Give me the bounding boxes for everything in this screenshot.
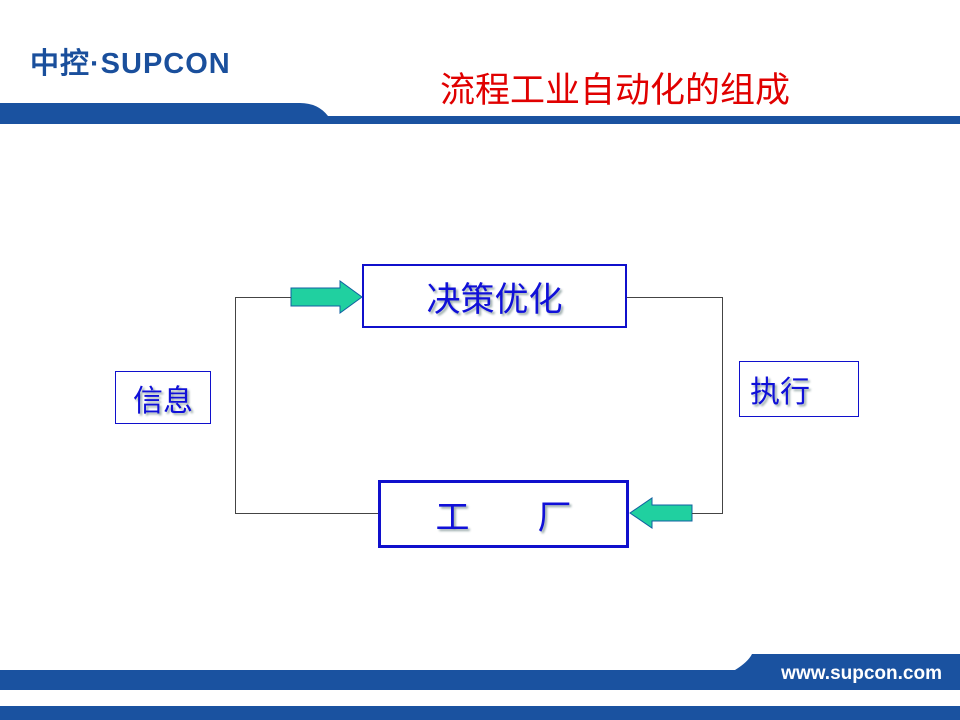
- connector: [692, 513, 723, 514]
- connector: [235, 297, 291, 298]
- execute-box: 执行: [739, 361, 859, 417]
- footer-stripe: [0, 706, 960, 720]
- factory-box: 工 厂: [378, 480, 629, 548]
- connector: [235, 297, 236, 514]
- connector: [722, 297, 723, 514]
- info-box: 信息: [115, 371, 211, 424]
- header-band: [0, 103, 960, 124]
- connector: [627, 297, 723, 298]
- arrow-right-icon: [290, 280, 363, 314]
- arrow-left-icon: [629, 497, 693, 529]
- slide-title: 流程工业自动化的组成: [440, 71, 791, 111]
- decision-box: 决策优化: [362, 264, 627, 328]
- footer-url: www.supcon.com: [781, 663, 942, 684]
- footer-band: [0, 654, 960, 690]
- supcon-logo: 中控·SUPCON: [30, 48, 231, 80]
- connector: [235, 513, 378, 514]
